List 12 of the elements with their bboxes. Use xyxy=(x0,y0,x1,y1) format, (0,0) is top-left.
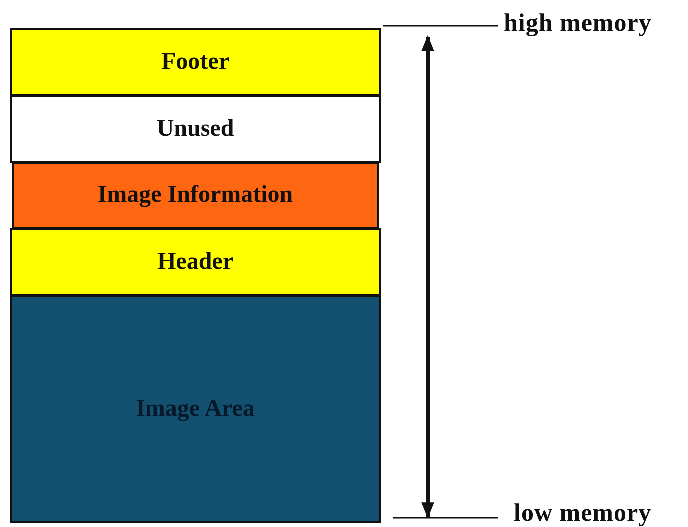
region-label: Unused xyxy=(156,116,234,142)
region-label: Footer xyxy=(162,48,230,76)
region-label: Image Information xyxy=(98,182,294,209)
memory-region xyxy=(12,162,379,229)
memory-region xyxy=(10,295,381,523)
memory-region xyxy=(10,228,381,296)
region-label: Header xyxy=(158,248,234,276)
memory-region xyxy=(10,95,381,163)
memory-region xyxy=(10,28,381,96)
memory-bound-label: high memory xyxy=(504,10,652,38)
region-label: Image Area xyxy=(136,396,255,422)
memory-bound-label: low memory xyxy=(514,500,652,527)
